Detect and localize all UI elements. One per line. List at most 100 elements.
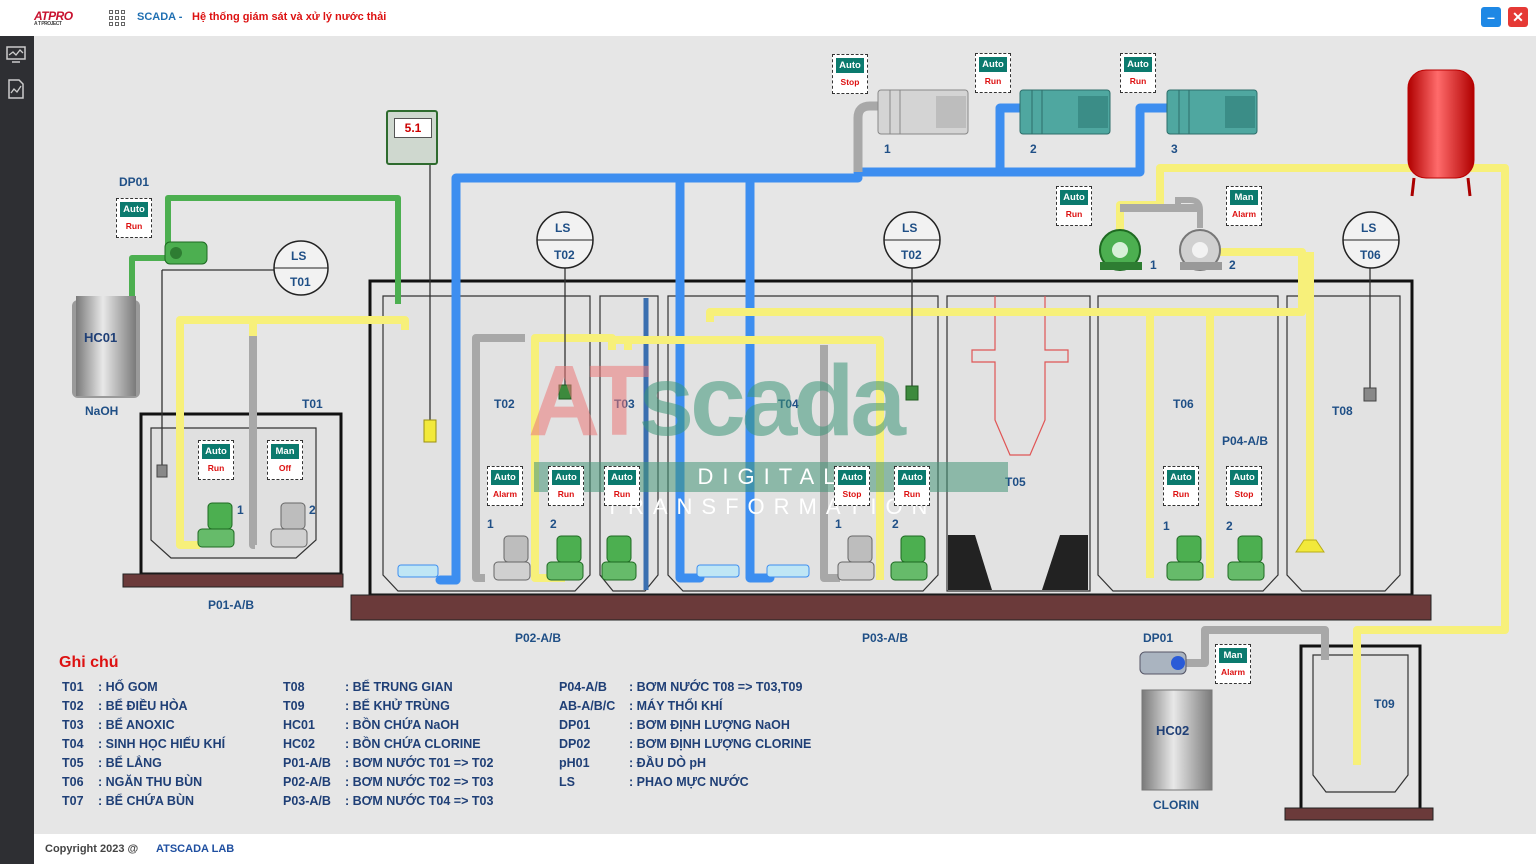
dosing-pump-dp01-icon	[164, 241, 208, 265]
atscada-lab-link[interactable]: ATSCADA LAB	[156, 843, 235, 855]
clarifier-center-well	[971, 296, 1069, 456]
air-pipe-network	[435, 103, 1175, 585]
label-t08: T08	[1332, 404, 1353, 418]
cp-1-number: 1	[1150, 258, 1157, 272]
sludge-hopper-right	[1042, 535, 1088, 590]
blower1-pipe	[853, 101, 880, 172]
legend-item: T04: SINH HỌC HIẾU KHÍ	[62, 737, 226, 751]
legend-item: DP01: BƠM ĐỊNH LƯỢNG NaOH	[559, 718, 790, 732]
tank-t09-floor	[1284, 807, 1434, 821]
tank-t01-floor	[122, 573, 344, 588]
apps-grid-icon[interactable]	[109, 10, 125, 26]
air-diffusers	[397, 564, 810, 578]
legend-panel: Ghi chú T01: HỐ GOM T02: BỂ ĐIỀU HÒA T03…	[51, 652, 833, 820]
tank-t04	[667, 295, 939, 592]
label-clorin: CLORIN	[1153, 798, 1199, 812]
legend-item: HC01: BỒN CHỨA NaOH	[283, 718, 460, 732]
p04-2-number: 2	[1226, 519, 1233, 533]
legend-item: pH01: ĐẦU DÒ pH	[559, 756, 707, 770]
blower-2-number: 2	[1030, 142, 1037, 156]
monitor-icon[interactable]	[5, 44, 27, 66]
blower-2-icon	[1019, 89, 1111, 135]
footer: Copyright 2023 @ ATSCADA LAB	[34, 834, 1536, 864]
pump-p03a-icon	[837, 535, 875, 581]
pump-p01a-icon	[197, 502, 235, 548]
tank-t05	[946, 295, 1091, 592]
tank-t08	[1286, 295, 1401, 592]
minimize-button[interactable]: –	[1481, 7, 1501, 27]
ph-probe	[423, 419, 437, 443]
pump-p02b-icon	[546, 535, 584, 581]
ls-t02b-title: LS	[902, 221, 917, 235]
label-t06: T06	[1173, 397, 1194, 411]
ph-meter-value: 5.1	[394, 118, 432, 138]
ls-t06-tag: T06	[1360, 248, 1381, 262]
legend-item: HC02: BỒN CHỨA CLORINE	[283, 737, 481, 751]
p03-1-number: 1	[835, 517, 842, 531]
label-p03: P03-A/B	[862, 631, 908, 645]
p02-2-number: 2	[550, 517, 557, 531]
report-chart-icon[interactable]	[5, 78, 27, 100]
ph-meter[interactable]: 5.1	[386, 110, 438, 165]
pressure-tank	[1407, 69, 1475, 197]
chlorine-pump-1-icon	[1099, 229, 1142, 271]
process-canvas: DP01 HC01 NaOH T01 T02 T03 T04 T05 T06 T…	[34, 36, 1536, 834]
hc01-tank	[72, 296, 140, 398]
app-subtitle: Hệ thống giám sát và xử lý nước thải	[192, 11, 387, 23]
ls-t02b-tag: T02	[901, 248, 922, 262]
label-t02: T02	[494, 397, 515, 411]
water-pipe-network	[176, 164, 1509, 765]
hc02-tank	[1141, 689, 1213, 791]
legend-item: T05: BỂ LẮNG	[62, 756, 162, 770]
legend-item: T06: NGĂN THU BÙN	[62, 775, 203, 789]
ls-t02a	[536, 211, 594, 400]
p02-1-number: 1	[487, 517, 494, 531]
tank-t06	[1097, 295, 1279, 592]
main-tank-floor	[350, 594, 1432, 621]
cp-2-number: 2	[1229, 258, 1236, 272]
legend-item: T08: BỂ TRUNG GIAN	[283, 680, 453, 694]
label-t04: T04	[778, 397, 799, 411]
cp2-pipe	[1175, 197, 1203, 228]
ls-t01-title: LS	[291, 249, 306, 263]
ls-t02a-title: LS	[555, 221, 570, 235]
app-name: SCADA -	[137, 11, 183, 23]
label-t03: T03	[614, 397, 635, 411]
t08-nozzle	[1295, 539, 1325, 553]
label-p04: P04-A/B	[1222, 434, 1268, 448]
p01-1-number: 1	[237, 503, 244, 517]
label-dp01-bottom: DP01	[1143, 631, 1173, 645]
label-t05: T05	[1005, 475, 1026, 489]
pump-t03-icon	[601, 535, 637, 581]
blower-1-icon	[877, 89, 969, 135]
legend-item: P02-A/B: BƠM NƯỚC T02 => T03	[283, 775, 494, 789]
legend-item: T09: BỂ KHỬ TRÙNG	[283, 699, 450, 713]
close-button[interactable]: ✕	[1508, 7, 1528, 27]
legend-item: P01-A/B: BƠM NƯỚC T01 => T02	[283, 756, 494, 770]
blower-3-icon	[1166, 89, 1258, 135]
label-t09: T09	[1374, 697, 1395, 711]
ls-t01-tag: T01	[290, 275, 311, 289]
label-hc01: HC01	[84, 330, 117, 345]
p04-1-number: 1	[1163, 519, 1170, 533]
ls-t02a-tag: T02	[554, 248, 575, 262]
pump-p01b-icon	[270, 502, 308, 548]
sidebar	[0, 36, 34, 864]
legend-title: Ghi chú	[59, 654, 119, 671]
